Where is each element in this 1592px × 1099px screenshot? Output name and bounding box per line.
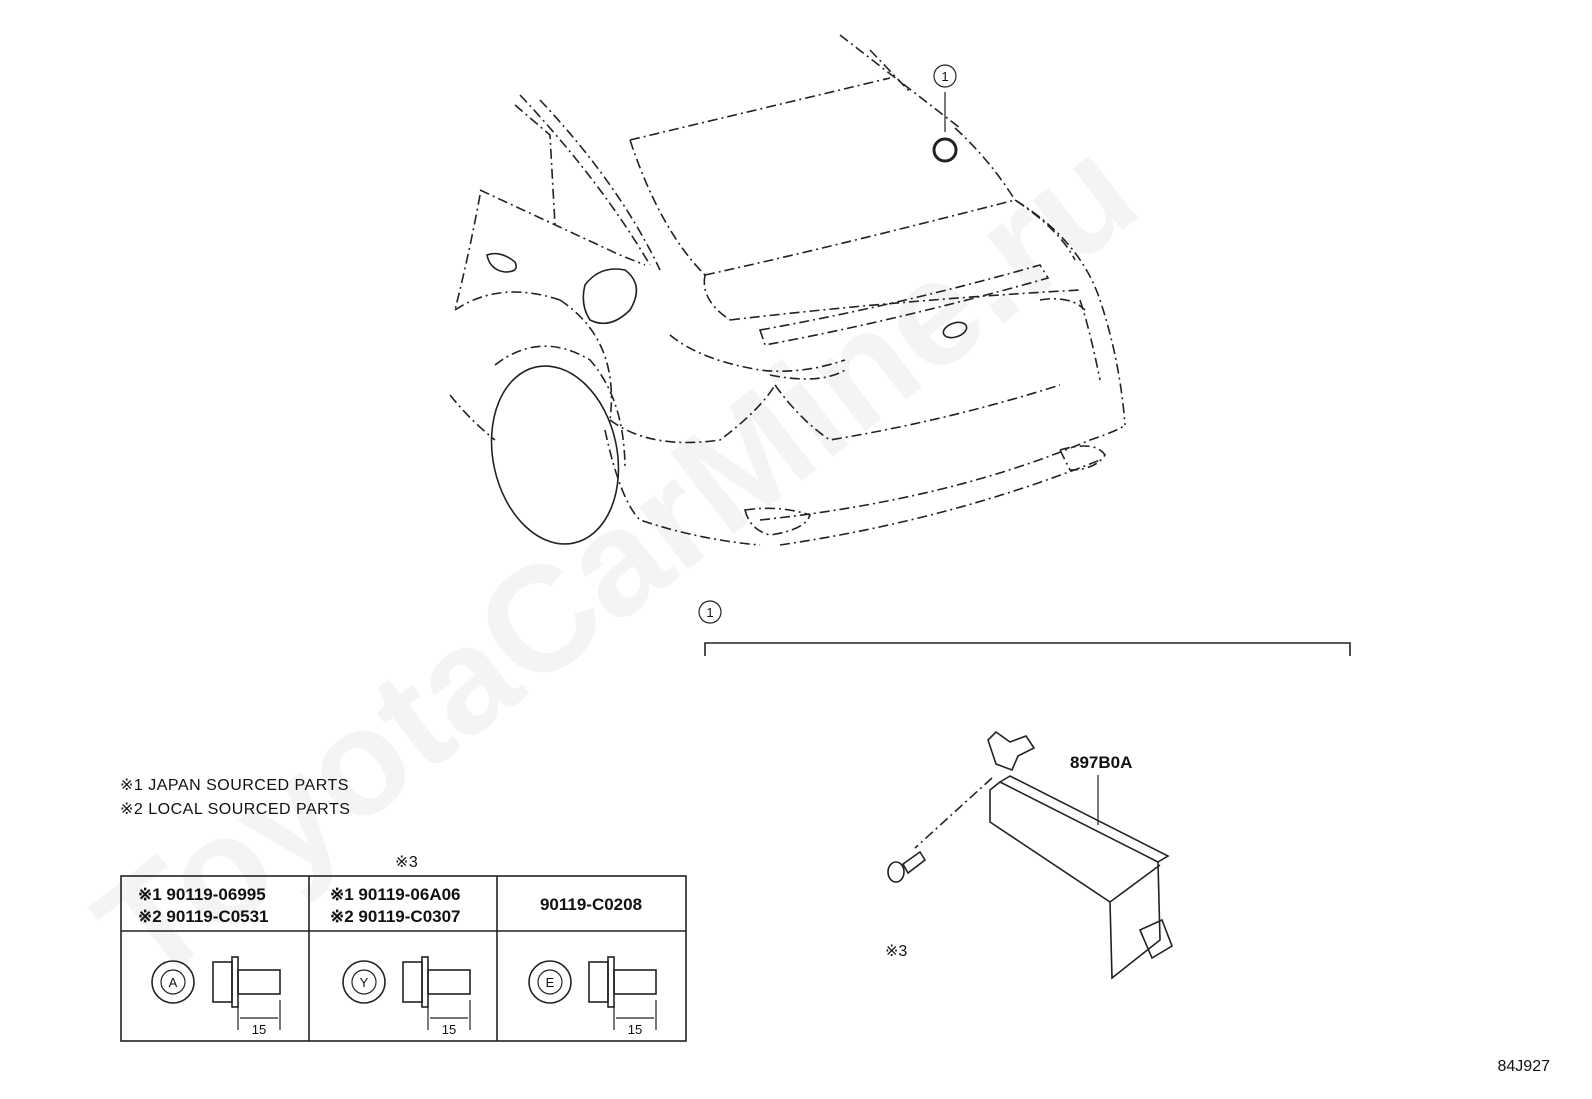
table-column-2: ※1 90119-06A06 ※2 90119-C0307 Y 15	[330, 885, 471, 1037]
callout-number-top: 1	[941, 69, 948, 84]
table-column-3: 90119-C0208 E 15	[528, 895, 657, 1037]
table-header-mark: ※3	[395, 854, 418, 871]
antenna-module-illustration	[887, 730, 1173, 980]
table-column-1: ※1 90119-06995 ※2 90119-C0531 A 15	[138, 885, 281, 1037]
note-japan: ※1 JAPAN SOURCED PARTS	[120, 777, 349, 794]
bolt-side-icon	[212, 956, 281, 1030]
column-1-line1: ※1 90119-06995	[138, 885, 266, 904]
fastener-mark-label: ※3	[885, 943, 907, 960]
screw-icon	[887, 850, 927, 883]
watermark: ToyotaCarMine.ru	[66, 105, 1165, 1016]
car-rear-illustration	[449, 34, 1126, 546]
column-2-head-letter: Y	[360, 975, 369, 990]
column-2-line1: ※1 90119-06A06	[330, 885, 461, 904]
column-1-head-letter: A	[169, 975, 178, 990]
column-3-line1: 90119-C0208	[540, 895, 642, 914]
column-3-head-letter: E	[546, 975, 555, 990]
callout-bracket: 1	[698, 600, 1351, 656]
bolt-head-e-icon: E	[528, 960, 572, 1004]
callout-marker-top: 1	[933, 64, 957, 88]
column-2-line2: ※2 90119-C0307	[330, 907, 461, 926]
column-2-dimension: 15	[442, 1022, 456, 1037]
callout-number-bracket: 1	[706, 605, 713, 620]
bolt-side-icon	[402, 956, 471, 1030]
fastener-table: ※3 ※1 90119-06995 ※2 90119-C0531 A 15	[120, 854, 687, 1042]
column-1-dimension: 15	[252, 1022, 266, 1037]
column-1-line2: ※2 90119-C0531	[138, 907, 269, 926]
note-local: ※2 LOCAL SOURCED PARTS	[120, 801, 350, 818]
bolt-side-icon	[588, 956, 657, 1030]
bolt-head-y-icon: Y	[342, 960, 386, 1004]
column-3-dimension: 15	[628, 1022, 642, 1037]
bolt-head-a-icon: A	[151, 960, 195, 1004]
diagram-code: 84J927	[1498, 1058, 1551, 1075]
part-number-label: 897B0A	[1070, 753, 1132, 772]
